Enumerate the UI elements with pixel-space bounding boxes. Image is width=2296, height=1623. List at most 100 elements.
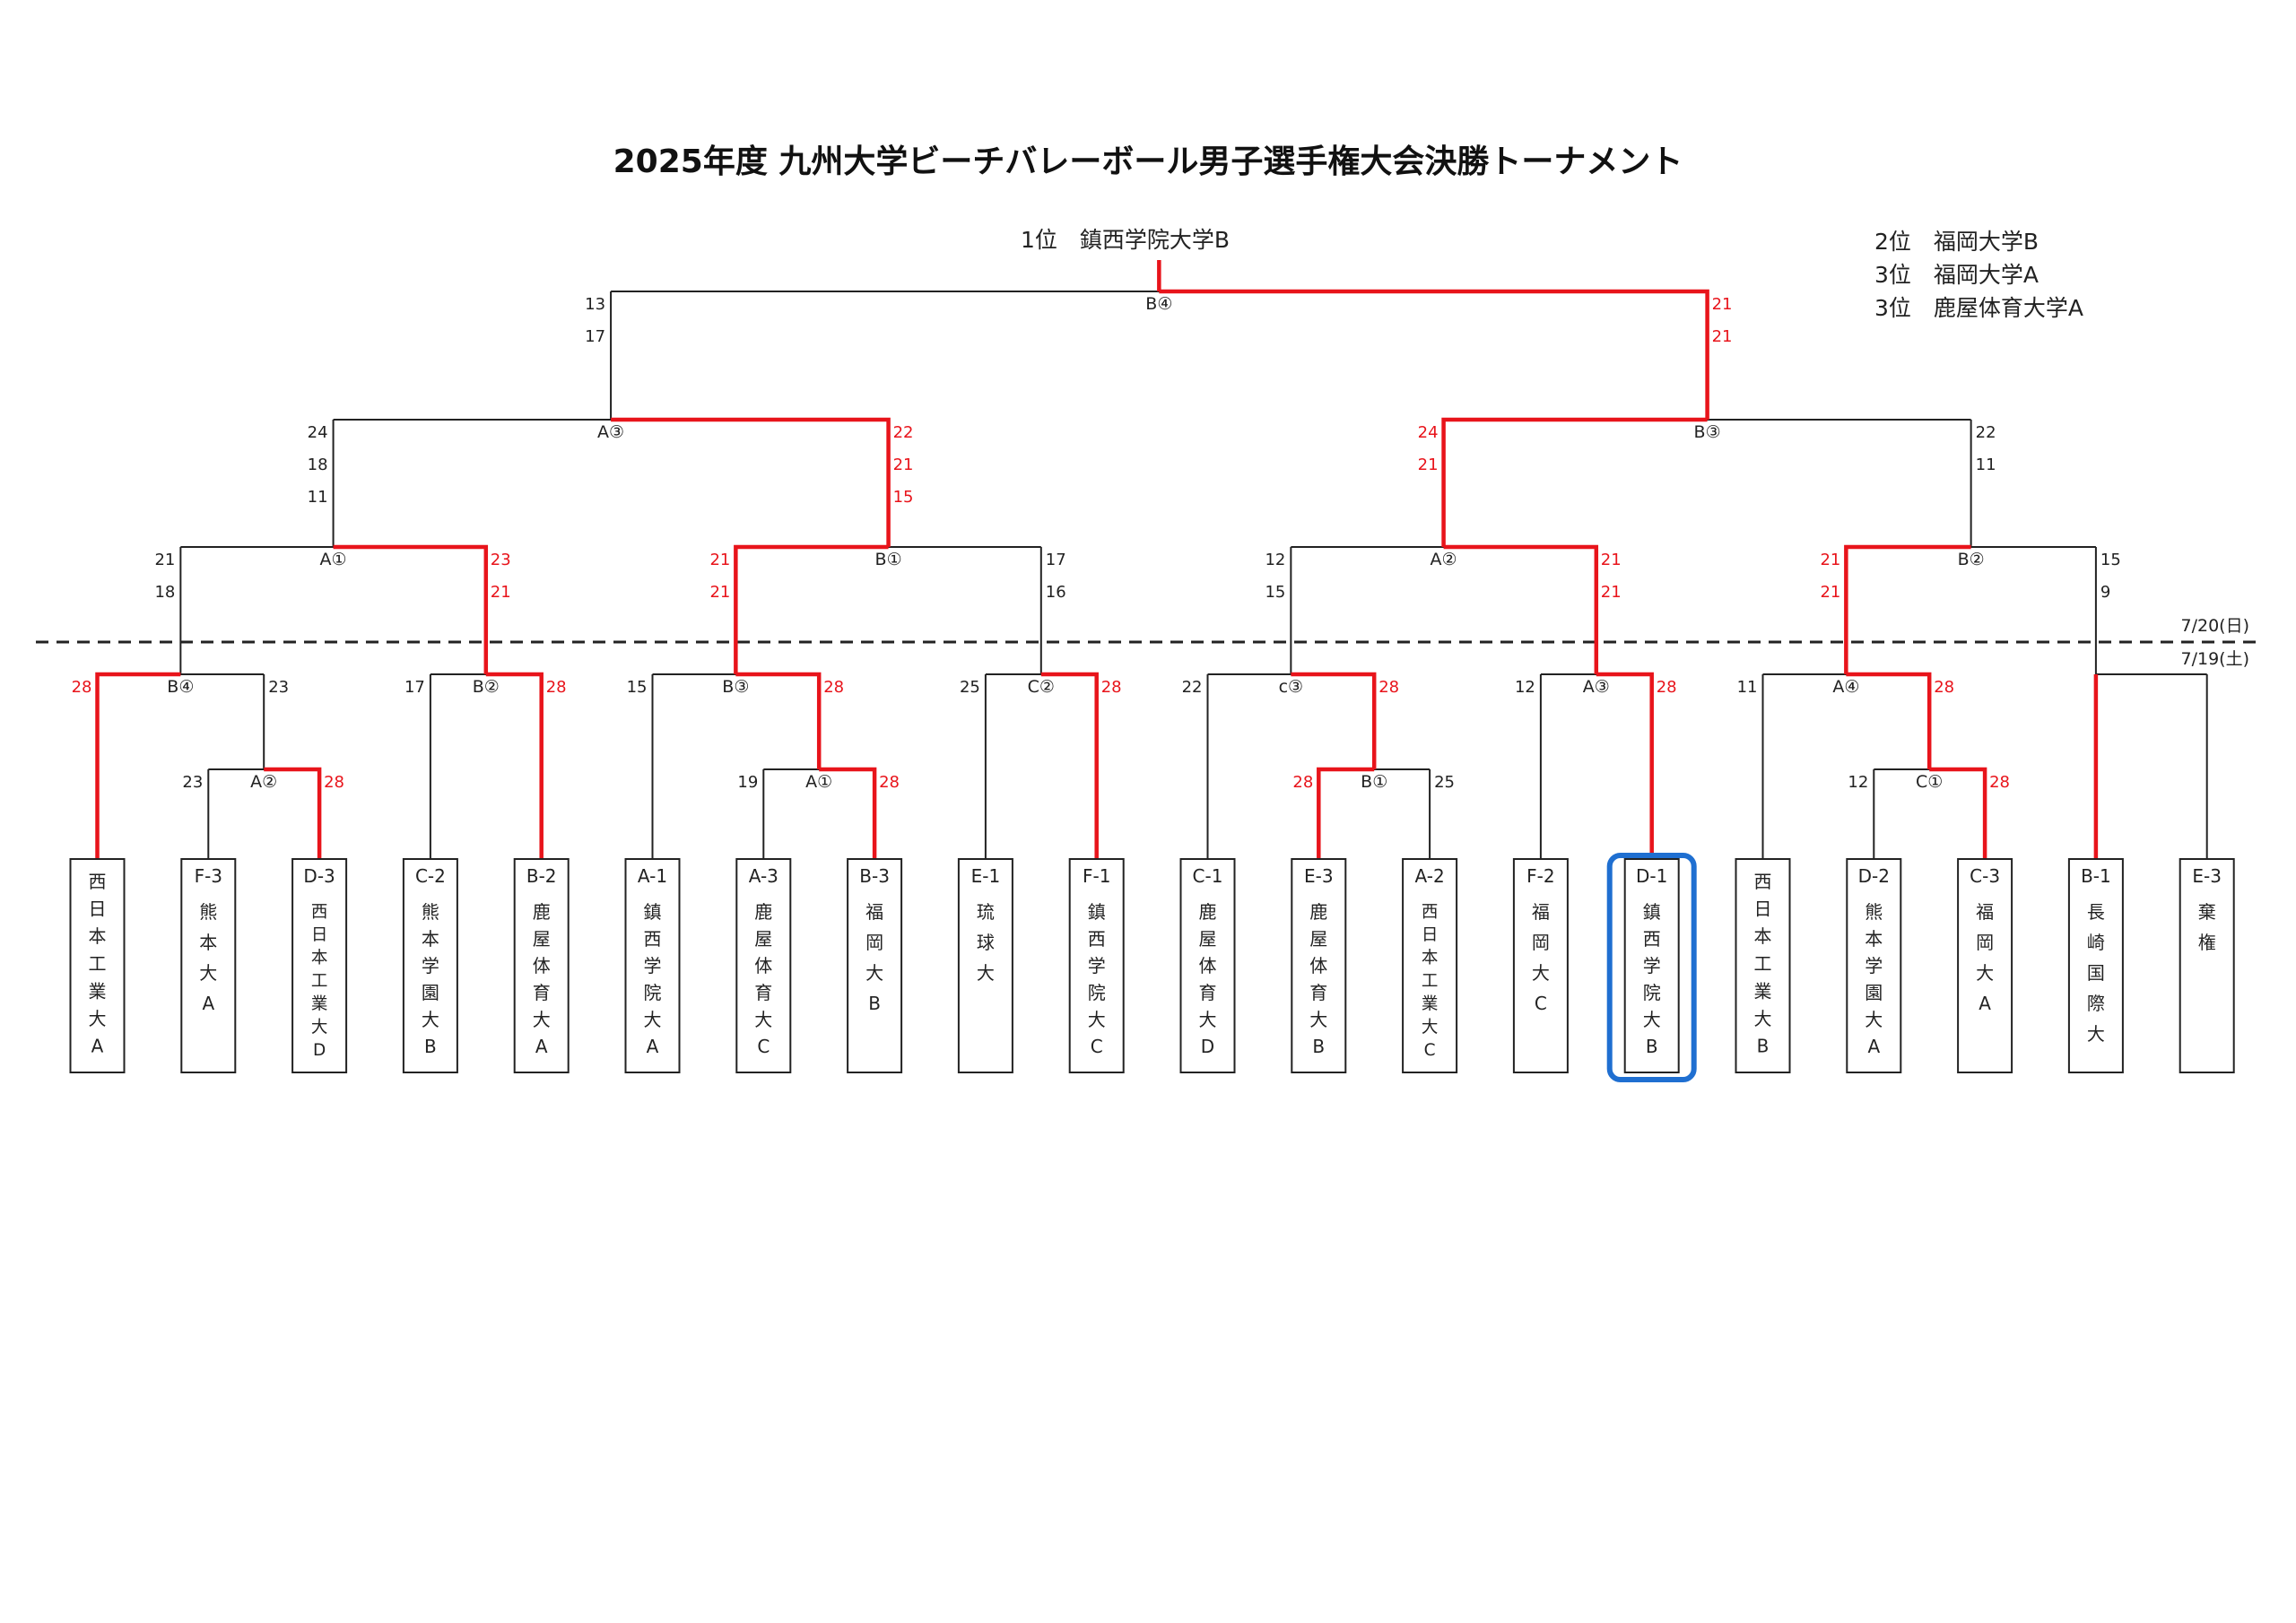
score-left: 18 xyxy=(308,456,328,474)
score-left: 28 xyxy=(72,678,92,697)
score-left: 23 xyxy=(182,773,203,792)
match-label: B① xyxy=(875,550,902,569)
date-lower-label: 7/19(土) xyxy=(2181,649,2250,669)
score-right: 21 xyxy=(1601,551,1622,569)
score-left: 12 xyxy=(1515,678,1535,697)
team-seed: C-1 xyxy=(1193,865,1223,887)
score-right: 15 xyxy=(893,488,914,507)
date-upper-label: 7/20(日) xyxy=(2181,616,2250,636)
match-label: c③ xyxy=(1279,677,1303,697)
team-box-frame xyxy=(735,858,792,1073)
winner-path xyxy=(1040,672,1099,859)
team-seed: A-1 xyxy=(638,865,667,887)
match-label: A③ xyxy=(1583,677,1610,697)
page-title: 2025年度 九州大学ビーチバレーボール男子選手権大会決勝トーナメント xyxy=(613,143,1683,180)
team-box-frame xyxy=(1846,858,1902,1073)
team-seed: E-3 xyxy=(2192,865,2222,887)
score-left: 13 xyxy=(585,295,605,314)
winner-path xyxy=(1846,672,1932,769)
match-label: B④ xyxy=(1145,294,1172,314)
score-left: 21 xyxy=(1820,583,1840,602)
team-seed: E-3 xyxy=(1304,865,1334,887)
score-right: 25 xyxy=(1434,773,1455,792)
score-left: 22 xyxy=(1182,678,1203,697)
team-seed: B-2 xyxy=(526,865,557,887)
match-label: A② xyxy=(250,772,277,792)
team-box-frame xyxy=(291,858,348,1073)
team-box-frame xyxy=(957,858,1013,1073)
team-seed: F-1 xyxy=(1083,865,1110,887)
score-right: 28 xyxy=(1657,678,1677,697)
team-box-frame xyxy=(2179,858,2235,1073)
score-left: 21 xyxy=(154,551,175,569)
score-right: 23 xyxy=(268,678,289,697)
team-box-frame xyxy=(1512,858,1569,1073)
score-left: 24 xyxy=(308,423,328,442)
team-name: 長崎国際大 xyxy=(2087,901,2105,1045)
winner-path xyxy=(1443,544,1599,674)
score-right: 21 xyxy=(1712,295,1733,314)
team-seed: F-2 xyxy=(1526,865,1554,887)
winner-path xyxy=(1844,544,1971,674)
winner-path-lines xyxy=(95,260,2099,859)
match-label: B② xyxy=(473,677,500,697)
score-left: 11 xyxy=(308,488,328,507)
winner-path xyxy=(264,767,322,859)
score-left: 11 xyxy=(1737,678,1758,697)
score-left: 24 xyxy=(1418,423,1439,442)
team-box-frame xyxy=(847,858,903,1073)
team-box-frame xyxy=(1957,858,2013,1073)
score-left: 17 xyxy=(585,327,605,346)
match-label: B① xyxy=(1361,772,1387,792)
score-left: 21 xyxy=(709,551,730,569)
score-right: 11 xyxy=(1976,456,1996,474)
team-seed: D-2 xyxy=(1858,865,1890,887)
score-right: 21 xyxy=(893,456,914,474)
match-label: B② xyxy=(1958,550,1985,569)
score-right: 28 xyxy=(1934,678,1954,697)
team-seed: A-2 xyxy=(1415,865,1445,887)
highlight-frame xyxy=(1606,853,1697,1082)
score-right: 9 xyxy=(2100,583,2110,602)
score-right: 22 xyxy=(893,423,914,442)
team-box-frame xyxy=(402,858,458,1073)
team-box-frame xyxy=(513,858,570,1073)
score-right: 28 xyxy=(879,773,900,792)
score-right: 17 xyxy=(1046,551,1066,569)
score-right: 21 xyxy=(1712,327,1733,346)
score-right: 28 xyxy=(1989,773,2010,792)
team-box-frame xyxy=(1735,858,1791,1073)
team-seed: B-1 xyxy=(2081,865,2111,887)
score-left: 15 xyxy=(627,678,648,697)
score-left: 21 xyxy=(1418,456,1439,474)
match-label: C② xyxy=(1028,677,1055,697)
match-label: B④ xyxy=(167,677,194,697)
match-label: C① xyxy=(1916,772,1943,792)
match-label: A① xyxy=(320,550,347,569)
team-seed: B-3 xyxy=(859,865,890,887)
team-box-frame xyxy=(2067,858,2124,1073)
winner-path xyxy=(485,672,544,859)
